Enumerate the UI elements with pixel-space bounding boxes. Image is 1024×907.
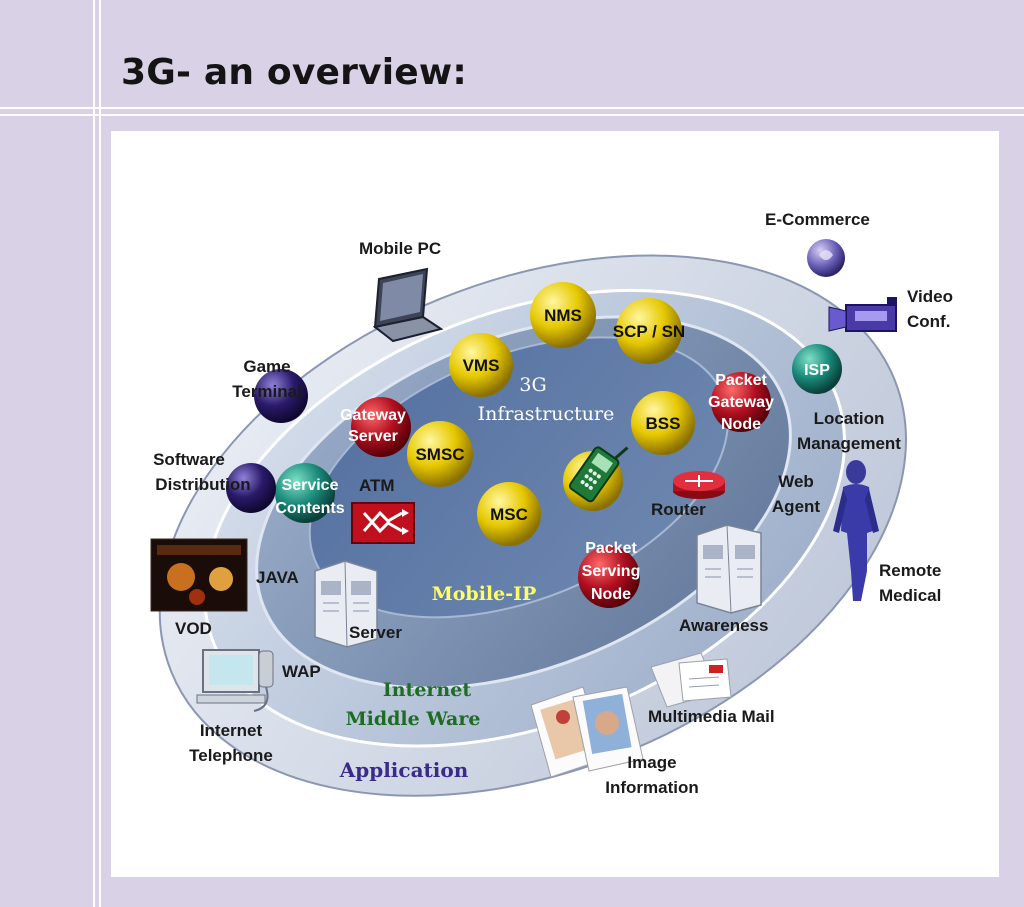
node-packet-gateway: Packet Gateway Node <box>708 372 774 433</box>
node-msc: MSC <box>477 482 541 546</box>
label-software-distribution-2: Distribution <box>155 475 250 494</box>
label-location-management-2: Management <box>797 434 901 453</box>
node-nms: NMS <box>530 282 596 348</box>
label-game-terminal-2: Terminal <box>232 382 302 401</box>
label-application: Application <box>339 758 469 782</box>
header-rule-2 <box>0 114 1024 116</box>
label-middleware-2: Middle Ware <box>346 708 481 730</box>
e-commerce-icon <box>807 239 845 277</box>
svg-text:BSS: BSS <box>646 414 681 433</box>
vod-video-icon <box>150 538 248 612</box>
svg-text:Service: Service <box>282 477 339 494</box>
header-rule <box>0 107 1024 109</box>
svg-text:Gateway: Gateway <box>340 407 406 424</box>
svg-text:Serving: Serving <box>582 563 641 580</box>
node-service-contents: Service Contents <box>275 463 345 523</box>
label-wap: WAP <box>282 662 321 681</box>
laptop-icon <box>372 267 444 343</box>
svg-text:Packet: Packet <box>715 372 767 389</box>
node-vms: VMS <box>449 333 513 397</box>
svg-text:Packet: Packet <box>585 540 637 557</box>
label-router: Router <box>651 500 706 519</box>
svg-text:SMSC: SMSC <box>415 445 464 464</box>
label-game-terminal-1: Game <box>243 357 290 376</box>
label-awareness: Awareness <box>679 616 768 635</box>
svg-text:Gateway: Gateway <box>708 394 774 411</box>
node-isp: ISP <box>792 344 842 394</box>
label-video-conf-1: Video <box>907 287 953 306</box>
svg-text:MSC: MSC <box>490 505 528 524</box>
svg-text:Server: Server <box>348 428 398 445</box>
label-internet-telephone-1: Internet <box>200 721 263 740</box>
server-icon <box>314 560 378 648</box>
svg-text:VMS: VMS <box>463 356 500 375</box>
label-web-agent-2: Agent <box>772 497 821 516</box>
svg-text:Node: Node <box>721 416 761 433</box>
remote-medical-figure-icon <box>833 460 879 601</box>
mobile-phone-icon <box>563 446 629 511</box>
diagram-panel: 3G Infrastructure NMS SCP / SN VMS BSS S… <box>111 131 999 877</box>
svg-text:NMS: NMS <box>544 306 582 325</box>
label-image-information-1: Image <box>627 753 676 772</box>
svg-text:Node: Node <box>591 586 631 603</box>
label-multimedia-mail: Multimedia Mail <box>648 707 775 726</box>
multimedia-mail-icon <box>650 652 732 708</box>
label-remote-medical-2: Medical <box>879 586 941 605</box>
awareness-server-icon <box>696 524 762 614</box>
label-remote-medical-1: Remote <box>879 561 941 580</box>
router-icon <box>673 471 725 499</box>
svg-text:Contents: Contents <box>275 500 344 517</box>
core-title-line2: Infrastructure <box>478 403 615 425</box>
label-web-agent-1: Web <box>778 472 814 491</box>
svg-text:SCP / SN: SCP / SN <box>613 322 685 341</box>
node-scp-sn: SCP / SN <box>613 298 685 364</box>
label-middleware-1: Internet <box>383 679 471 701</box>
software-distribution-icon <box>226 463 276 513</box>
internet-telephone-icon <box>196 649 274 712</box>
label-java: JAVA <box>256 568 299 587</box>
label-software-distribution-1: Software <box>153 450 225 469</box>
label-atm: ATM <box>359 476 395 495</box>
image-information-photos-icon <box>530 686 644 778</box>
label-video-conf-2: Conf. <box>907 312 950 331</box>
label-internet-telephone-2: Telephone <box>189 746 273 765</box>
svg-text:ISP: ISP <box>804 362 830 379</box>
3g-overview-diagram: 3G Infrastructure NMS SCP / SN VMS BSS S… <box>150 210 953 797</box>
margin-line-left-2 <box>99 0 101 907</box>
margin-line-left <box>93 0 95 907</box>
slide-title: 3G- an overview: <box>121 52 467 93</box>
label-image-information-2: Information <box>605 778 699 797</box>
node-gateway-server: Gateway Server <box>340 397 411 457</box>
node-packet-serving: Packet Serving Node <box>578 540 640 608</box>
label-vod: VOD <box>175 619 212 638</box>
node-bss: BSS <box>631 391 695 455</box>
label-location-management-1: Location <box>814 409 885 428</box>
atm-switch-icon <box>351 502 415 544</box>
node-smsc: SMSC <box>407 421 473 487</box>
label-mobile-pc: Mobile PC <box>359 239 441 258</box>
label-e-commerce: E-Commerce <box>765 210 870 229</box>
video-camera-icon <box>828 297 897 332</box>
label-server: Server <box>349 623 402 642</box>
game-terminal-icon <box>254 369 308 423</box>
core-title-line1: 3G <box>519 374 546 396</box>
label-mobile-ip: Mobile-IP <box>432 583 537 605</box>
